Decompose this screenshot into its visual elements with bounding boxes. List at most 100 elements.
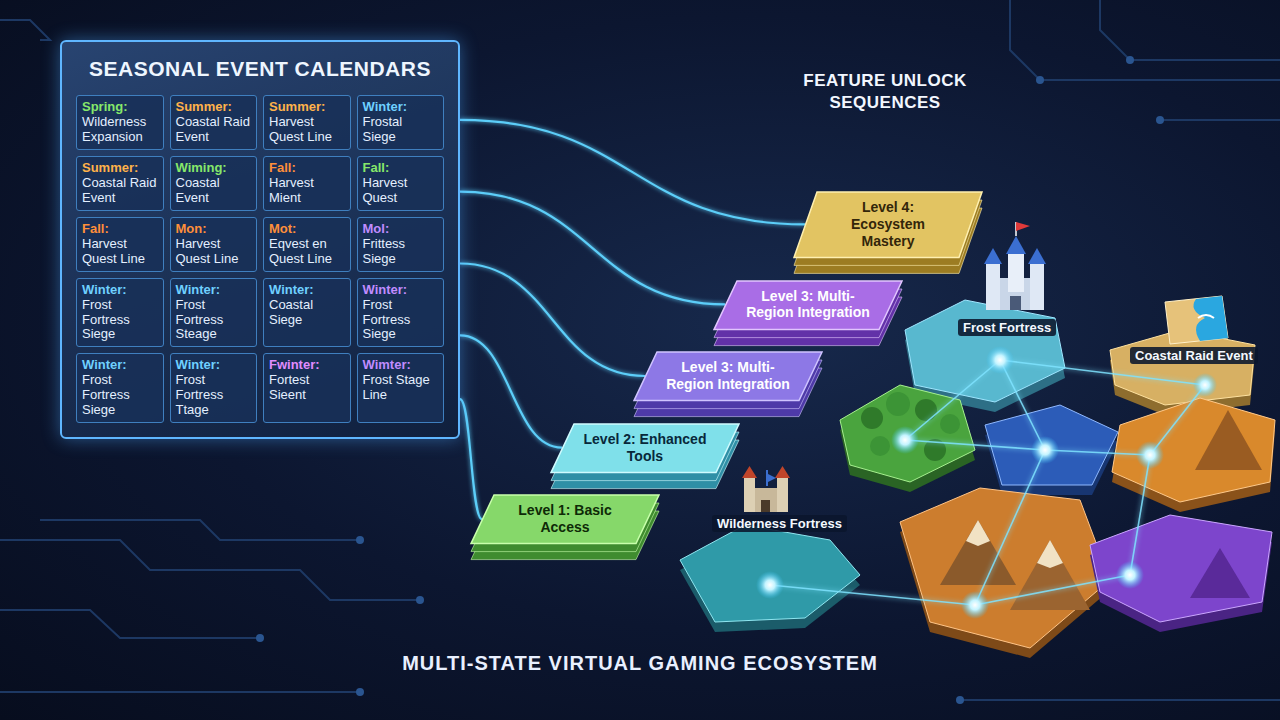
level-label: Level 3: Multi-Region Integration [745,288,871,322]
network-link [905,440,1045,450]
coast-tile [1165,296,1228,344]
circuit-pad [356,536,364,544]
network-node [891,426,919,454]
map-label: Wilderness Fortress [712,515,847,532]
calendar-cell: Mon:Harvest Quest Line [170,217,258,272]
flow-connector [460,120,805,225]
network-link [975,575,1130,605]
event-name: Frost Fortress Siege [363,298,439,343]
stack-face [551,424,739,473]
season-name: Winter: [176,358,252,373]
stack-face [794,192,982,257]
map-region [840,385,975,482]
season-name: Mol: [363,222,439,237]
season-name: Fall: [82,222,158,237]
caption: MULTI-STATE VIRTUAL GAMING ECOSYSTEM [402,652,878,675]
season-name: Summer: [269,100,345,115]
castle-roof [1006,236,1026,254]
calendar-cell: Winter:Frostal Siege [357,95,445,150]
event-name: Frost Stage Line [363,373,439,403]
circuit-traces [0,0,1280,700]
label-holder: Coastal Raid Event [1130,346,1258,364]
unlock-level: Level 2: Enhanced Tools [550,423,740,489]
calendar-cell: Mol:Frittess Siege [357,217,445,272]
castle-tower [986,262,1000,310]
calendar-cell: Fall:Harvest Quest [357,156,445,211]
label-holder: Wilderness Fortress [712,514,847,532]
circuit-pad [356,688,364,696]
calendar-cell: Winter:Coastal Siege [263,278,351,348]
calendar-cell: Winter:Frost Fortress Siege [76,278,164,348]
castle-tower [1030,262,1044,310]
flow-connector [460,264,645,377]
map-region [680,525,860,622]
castle-tower [777,476,788,512]
mountain [940,520,1016,585]
season-name: Summer: [82,161,158,176]
mountain [1010,540,1090,610]
forest [861,392,960,461]
network-link [1130,455,1150,575]
calendar-cell: Spring:Wilderness Expansion [76,95,164,150]
season-name: Winter: [82,358,158,373]
event-name: Frost Fortress Siege [82,373,158,418]
castle-gate [1010,296,1021,310]
event-name: Harvest Quest Line [176,237,252,267]
stack-face [714,281,902,330]
circuit-trace [960,699,1280,701]
network-link [975,450,1045,605]
castle-roof [1028,248,1046,264]
circuit-trace [1010,0,1280,80]
event-name: Harvest Quest [363,176,439,206]
unlock-level: Level 1: Basic Access [470,494,660,560]
circuit-pad [1126,56,1134,64]
map-region [900,488,1110,648]
circuit-pad [416,596,424,604]
mountain-snow [966,520,990,546]
calendar-cell: Fall:Harvest Mient [263,156,351,211]
season-name: Mon: [176,222,252,237]
flag [766,470,776,486]
season-name: Wimter: [363,358,439,373]
event-name: Frost Fortress Steage [176,298,252,343]
calendar-cell: Fall:Harvest Quest Line [76,217,164,272]
network-node [961,591,989,619]
calendar-cell: Winter:Frost Fortress Steage [170,278,258,348]
network-nodes [756,346,1217,619]
tree [870,436,890,456]
unlock-level: Level 4: Ecosystem Mastery [793,191,983,273]
event-name: Frostal Siege [363,115,439,145]
event-name: Frittess Siege [363,237,439,267]
season-name: Winter: [82,283,158,298]
season-name: Fall: [363,161,439,176]
level-label: Level 3: Multi-Region Integration [665,359,791,393]
label-holder: FEATURE UNLOCK SEQUENCES [795,70,975,114]
circuit-pad [956,696,964,704]
network-node [986,346,1014,374]
tree [940,414,960,434]
circuit-pad [1036,76,1044,84]
calendar-cell: Wiming:Coastal Event [170,156,258,211]
circuit-trace [0,540,420,600]
frost-castle [984,222,1046,310]
castle-roof [984,248,1002,264]
caption-holder: MULTI-STATE VIRTUAL GAMING ECOSYSTEM [0,652,1280,675]
network-node [1031,436,1059,464]
calendar-cell: Summer:Harvest Quest Line [263,95,351,150]
calendar-panel: SEASONAL EVENT CALENDARSSpring:Wildernes… [60,40,460,439]
flow-connector [460,192,725,305]
map-region [905,300,1065,402]
unlock-level: Level 3: Multi-Region Integration [633,351,823,417]
season-name: Fwinter: [269,358,345,373]
wilderness-castle [742,466,790,512]
season-name: Summer: [176,100,252,115]
unlock-level: Level 3: Multi-Region Integration [713,280,903,346]
calendar-cell: Mot:Eqvest en Quest Line [263,217,351,272]
mountains [940,410,1262,610]
stack-face [634,352,822,401]
circuit-trace [0,610,260,638]
castle-roof [775,466,790,478]
network-link [1000,360,1045,450]
calendar-cell: Wimter:Frost Stage Line [357,353,445,423]
